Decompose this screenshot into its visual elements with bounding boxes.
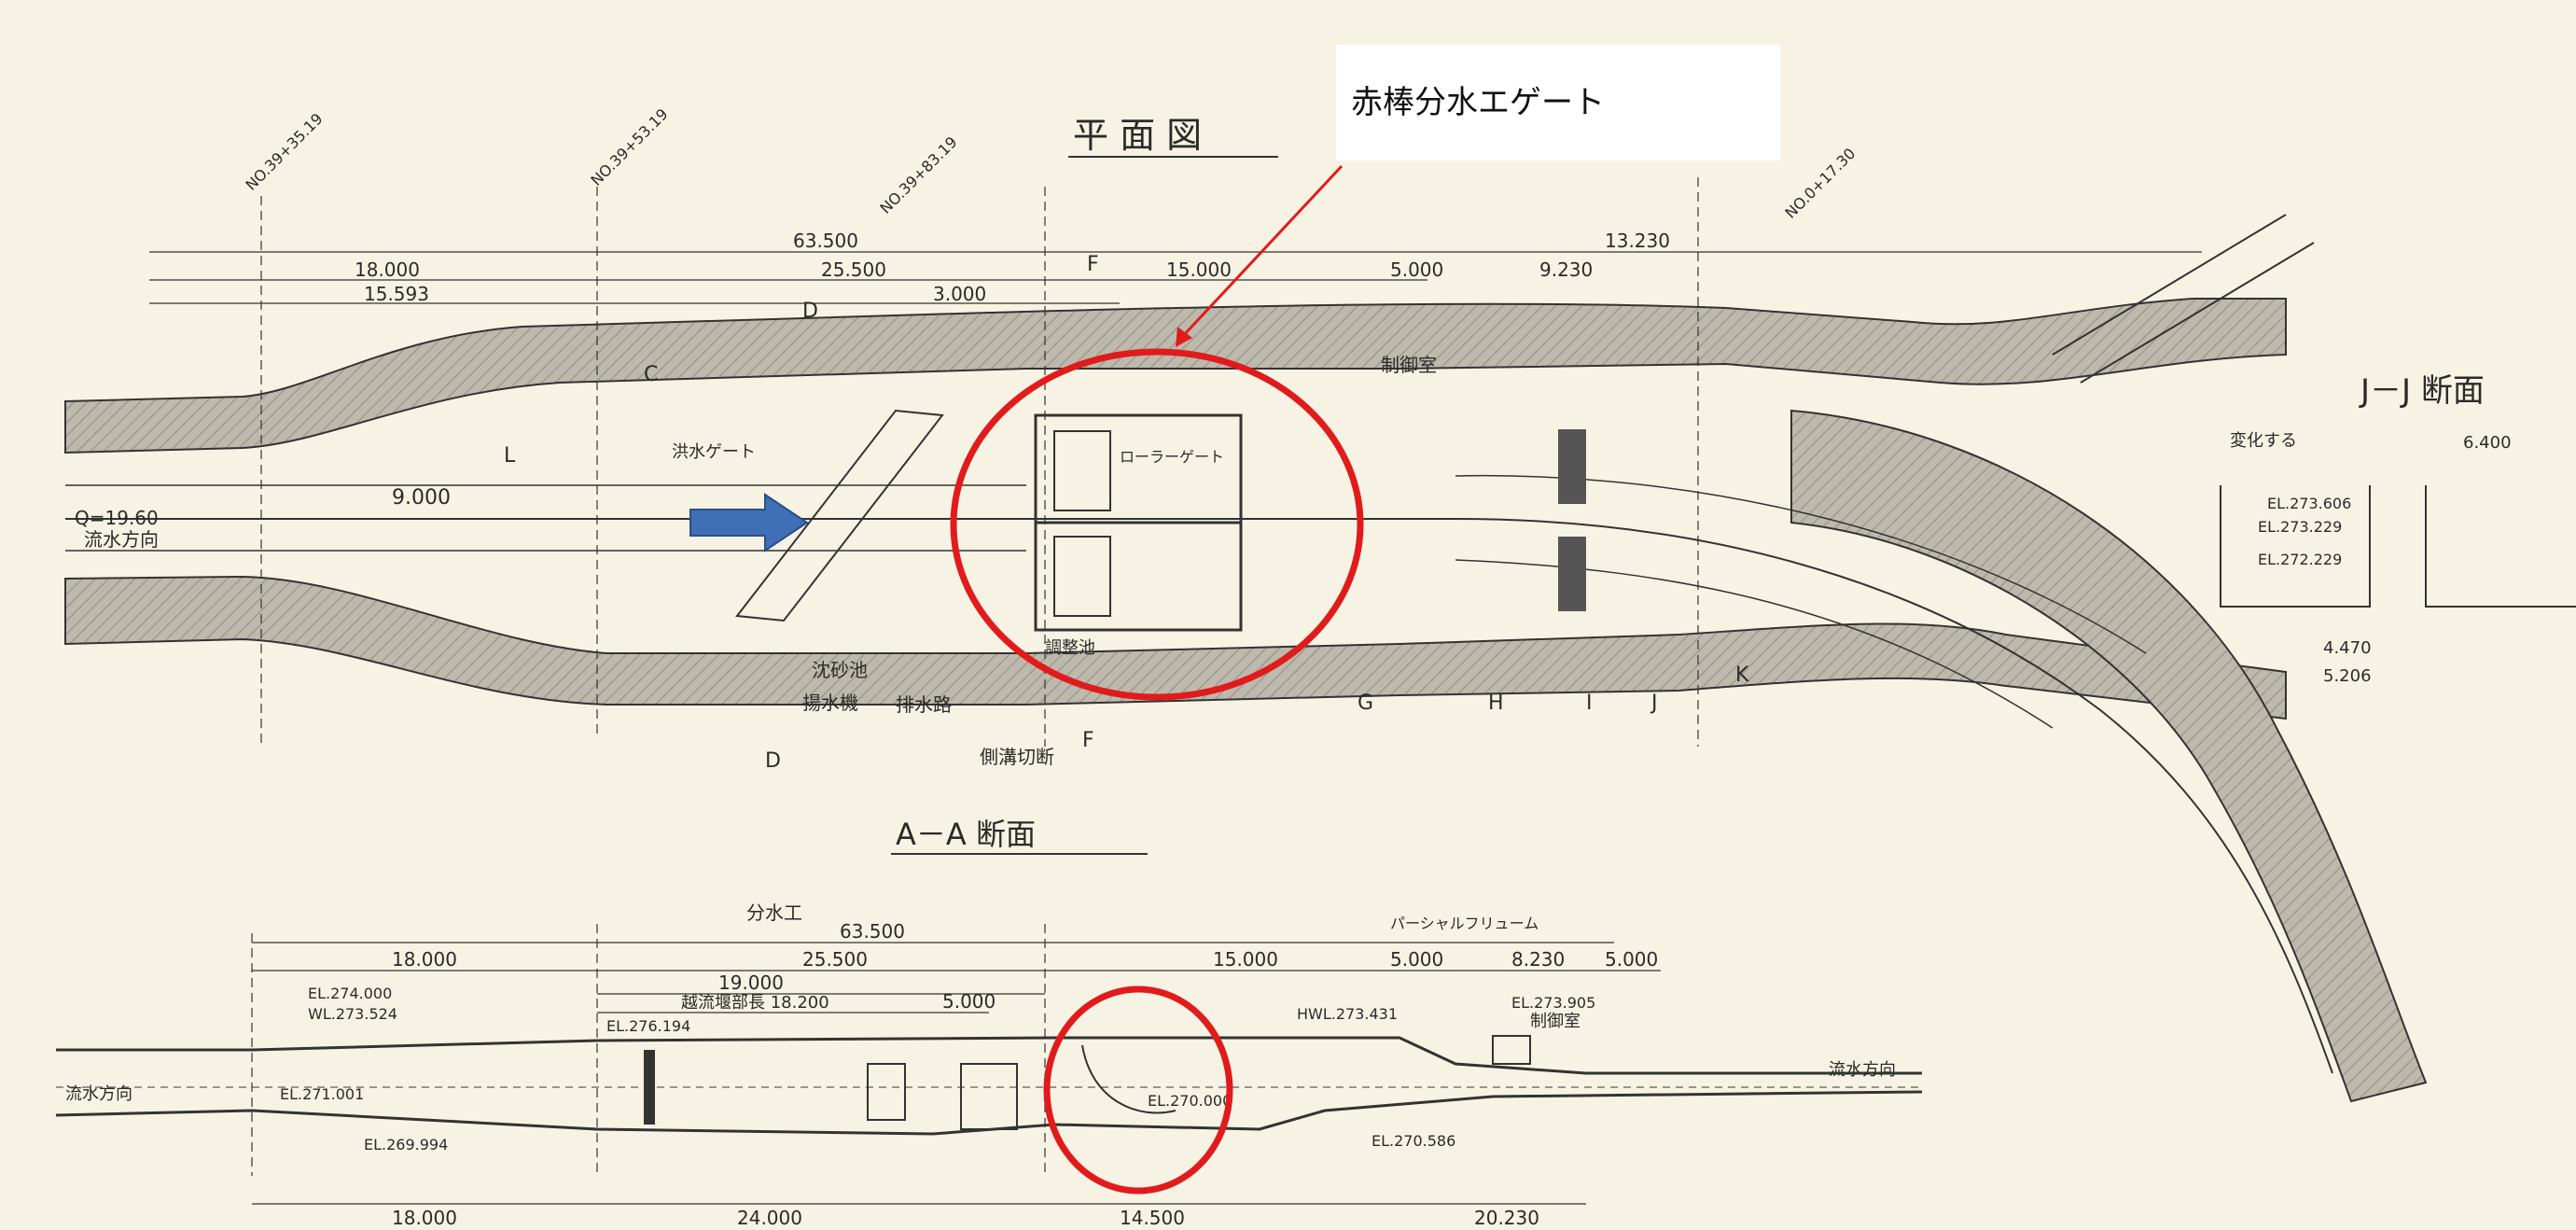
plan-title: 平 面 図 [1073, 115, 1202, 156]
section-dim: 24.000 [737, 1207, 802, 1229]
section-dim: 5.000 [942, 990, 996, 1013]
section-elevation: EL.270.586 [1372, 1132, 1455, 1150]
section-mark: D [802, 300, 818, 323]
callout-arrowhead-icon [1176, 327, 1192, 347]
section-dim: 14.500 [1120, 1207, 1185, 1229]
section-dim: 63.500 [840, 920, 905, 943]
plan-label: 調整池 [1045, 638, 1095, 658]
station-label: NO.0+17.30 [1781, 145, 1859, 222]
section-mark: L [504, 444, 516, 468]
section-mark: D [765, 749, 781, 773]
section-mark: I [1586, 692, 1593, 715]
section-mark: K [1735, 664, 1749, 687]
callout-box [1336, 45, 1780, 161]
section-dim: 19.000 [718, 971, 784, 994]
plan-label: 変化する [2230, 431, 2297, 451]
plan-label: 沈砂池 [812, 659, 868, 681]
section-jj-title: J－J 断面 [2359, 372, 2485, 410]
section-dim: 18.000 [392, 1207, 457, 1229]
section-elevation: HWL.273.431 [1297, 1005, 1398, 1023]
section-dim: 20.230 [1474, 1207, 1539, 1229]
elevation-label: EL.273.229 [2258, 518, 2342, 536]
section-elevation: WL.273.524 [308, 1005, 397, 1023]
dim-label: 4.470 [2323, 638, 2372, 658]
dim-label: 5.000 [1390, 259, 1443, 281]
section-label: パーシャルフリューム [1390, 915, 1539, 932]
section-aa-title: A－A 断面 [896, 817, 1036, 852]
section-elevation: EL.274.000 [308, 985, 392, 1002]
upper-bank [64, 298, 2287, 454]
section-dim: 25.500 [802, 948, 868, 971]
section-elevation: EL.271.001 [280, 1085, 364, 1103]
section-elevation: EL.276.194 [606, 1017, 690, 1035]
section-dim: 18.000 [392, 948, 457, 971]
highlight-circle-section [1043, 985, 1233, 1195]
callout-pointer [1181, 164, 1344, 338]
elevation-label: EL.273.606 [2267, 495, 2351, 512]
section-elevation: EL.270.000 [1148, 1092, 1232, 1110]
section-mark: C [644, 363, 658, 386]
dim-label: 9.230 [1539, 259, 1593, 281]
section-mark: G [1358, 692, 1373, 715]
section-mark: F [1087, 253, 1099, 276]
dim-label: 18.000 [355, 259, 420, 281]
plan-label: ローラーゲート [1120, 448, 1224, 466]
section-elevation: EL.269.994 [364, 1136, 448, 1153]
dim-label: 9.000 [392, 486, 451, 510]
plan-view [64, 177, 2576, 1103]
dim-label: 3.000 [933, 283, 986, 305]
section-dim: 5.000 [1605, 948, 1658, 971]
section-dim: 8.230 [1511, 948, 1565, 971]
plan-label: 側溝切断 [980, 746, 1054, 768]
plan-label: 洪水ゲート [672, 442, 756, 462]
flow-direction-label: 流水方向 [84, 528, 159, 551]
dim-label: 25.500 [821, 259, 886, 281]
section-label: 流水方向 [65, 1084, 132, 1104]
dim-label: 15.000 [1166, 259, 1232, 281]
section-label: 制御室 [1530, 1012, 1580, 1031]
section-mark: H [1488, 692, 1504, 715]
section-elevation: EL.273.905 [1511, 994, 1595, 1012]
dim-label: 13.230 [1605, 230, 1670, 252]
station-label: NO.39+53.19 [587, 105, 671, 189]
flow-arrow-icon [689, 493, 809, 552]
elevation-label: EL.272.229 [2258, 551, 2342, 568]
highlight-circle-plan [950, 348, 1364, 701]
discharge-label: Q=19.60 [75, 507, 159, 529]
section-label: 越流堰部長 18.200 [681, 993, 829, 1013]
dim-label: 6.400 [2463, 433, 2512, 453]
section-mark: J [1650, 692, 1658, 715]
section-dim: 5.000 [1390, 948, 1443, 971]
dim-label: 63.500 [793, 230, 858, 252]
lower-bank [64, 575, 2287, 720]
section-label: 分水工 [746, 902, 802, 924]
plan-label: 制御室 [1381, 354, 1437, 376]
station-label: NO.39+35.19 [242, 110, 326, 194]
dim-label: 15.593 [364, 283, 429, 305]
callout-label: 赤棒分水エゲート [1351, 84, 1605, 121]
plan-label: 排水路 [896, 693, 952, 716]
section-dim: 15.000 [1213, 948, 1278, 971]
curved-bank [1790, 409, 2428, 1103]
section-profile-top [56, 1036, 1922, 1075]
plan-label: 揚水機 [802, 692, 858, 714]
section-mark: F [1082, 729, 1094, 752]
section-label: 流水方向 [1829, 1060, 1896, 1080]
station-label: NO.39+83.19 [876, 133, 960, 217]
dim-label: 5.206 [2323, 666, 2372, 686]
